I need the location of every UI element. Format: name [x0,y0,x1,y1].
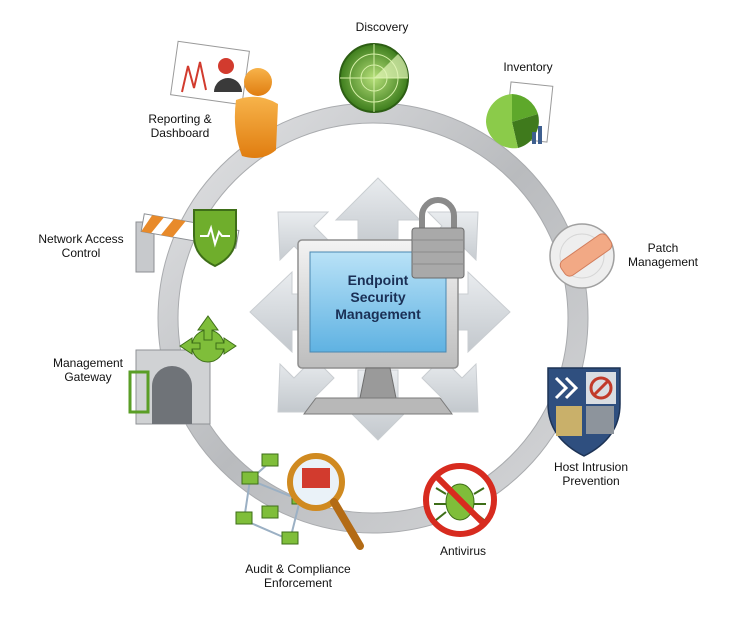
center-title-line-2: Security [350,289,406,305]
person-dashboard-icon [170,40,278,158]
node-label-antivirus: Antivirus [428,544,498,558]
network-magnifier-icon [235,453,364,550]
nac-label-line-2: Control [61,246,101,260]
gateway-label-line-1: Management [52,356,124,370]
hip-label-line-2: Prevention [562,474,620,488]
gateway-label-line-2: Gateway [64,370,112,384]
node-label-patch-management: Patch Management [618,241,708,269]
node-label-reporting-dashboard: Reporting & Dashboard [130,112,230,140]
padlock-icon [411,197,465,279]
disc-bandage-icon [549,223,615,289]
center-title-line-3: Management [335,306,421,322]
audit-label-line-1: Audit & Compliance [245,562,351,576]
center-title: Endpoint Security Management [318,272,438,323]
node-label-audit-compliance: Audit & Compliance Enforcement [226,562,370,590]
discovery-label: Discovery [355,20,409,34]
radar-icon [339,43,409,113]
node-label-host-intrusion-prevention: Host Intrusion Prevention [536,460,646,488]
node-label-management-gateway: Management Gateway [38,356,138,384]
nac-label-line-1: Network Access [38,232,124,246]
node-label-discovery: Discovery [347,20,417,34]
barrier-shield-icon [135,209,240,273]
pie-chart-report-icon [485,81,554,149]
cycle-ring-inner-edge [177,122,569,514]
antivirus-label: Antivirus [439,544,486,558]
gateway-arch-icon [128,315,237,425]
inventory-label: Inventory [503,60,553,74]
hip-label-line-1: Host Intrusion [553,460,629,474]
audit-label-line-2: Enforcement [263,576,333,590]
no-bug-icon [423,463,497,537]
node-label-network-access-control: Network Access Control [26,232,136,260]
shield-firewall-icon [547,367,621,457]
patch-label-line-1: Patch [647,241,679,255]
cycle-ring [158,103,588,533]
reporting-label-line-1: Reporting & [148,112,212,126]
center-title-line-1: Endpoint [347,272,409,288]
node-label-inventory: Inventory [488,60,568,74]
reporting-label-line-2: Dashboard [150,126,210,140]
patch-label-line-2: Management [627,255,699,269]
